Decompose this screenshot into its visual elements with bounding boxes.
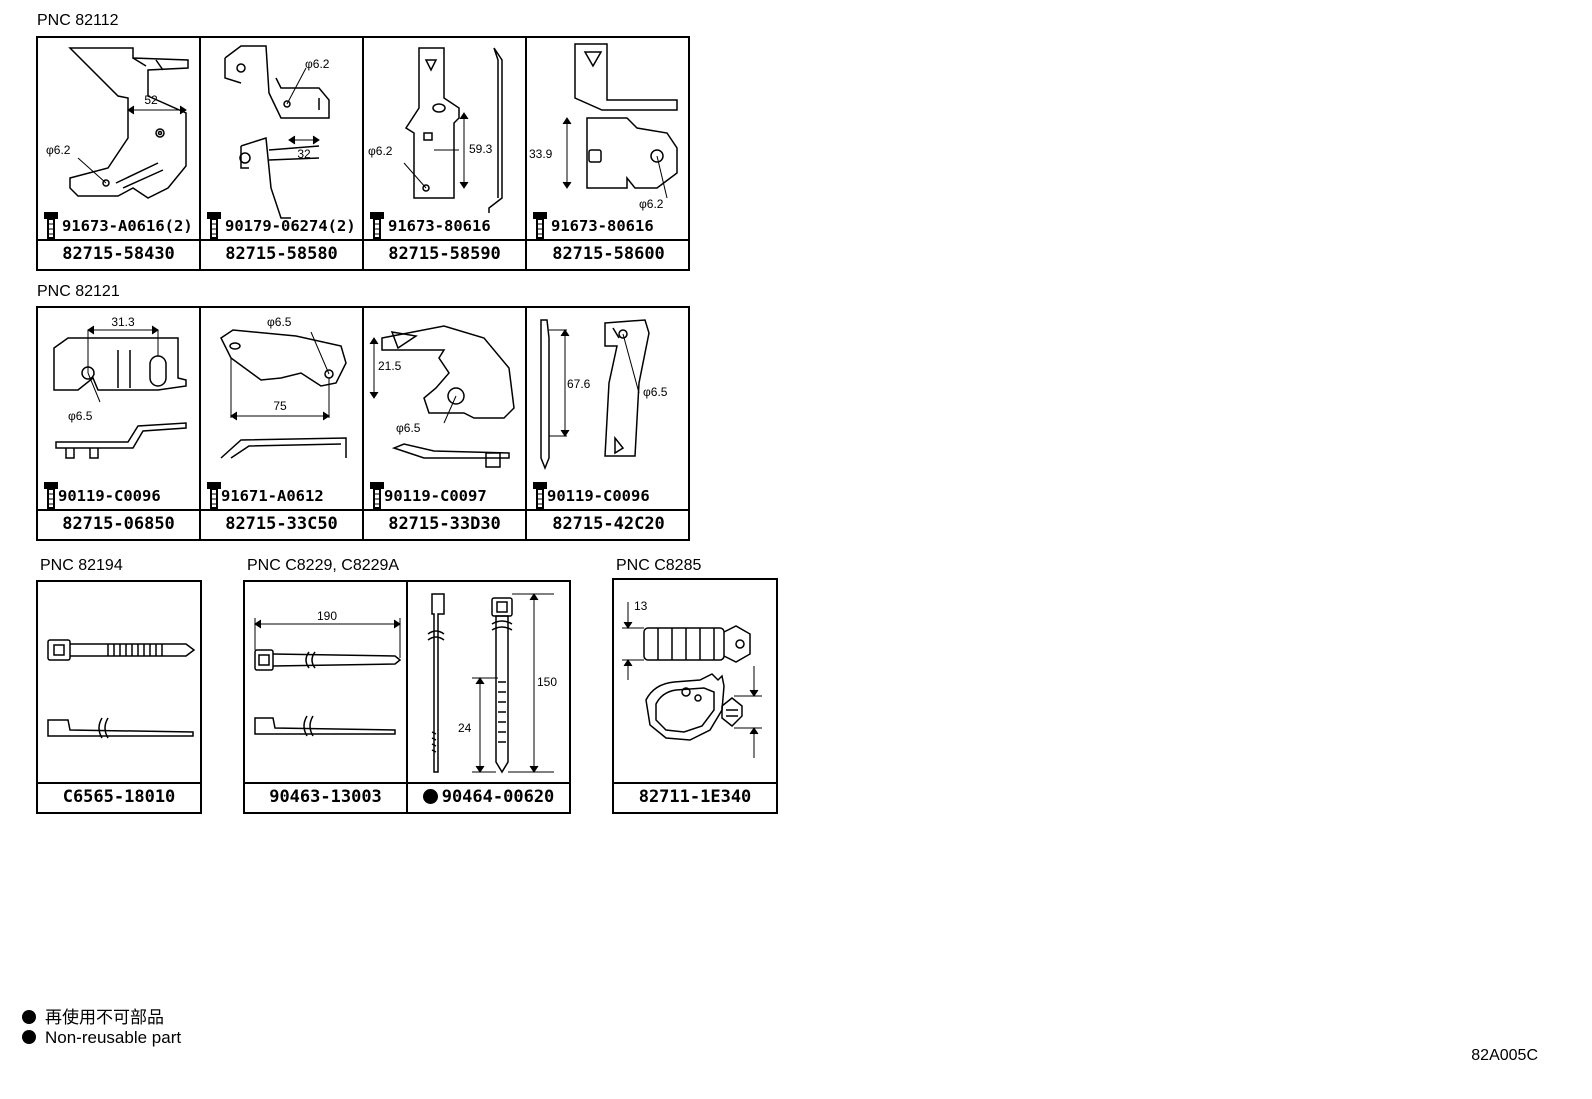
pnc-label: PNC 82194 bbox=[40, 557, 123, 574]
bolt-icon bbox=[207, 482, 221, 509]
dim-label: 33.9 bbox=[529, 147, 553, 161]
pnc-label: PNC C8229, C8229A bbox=[247, 557, 400, 574]
part-cell: 13 82711-1E340 bbox=[614, 580, 776, 812]
part-cell: C6565-18010 bbox=[38, 582, 200, 812]
parts-panel-82194: C6565-18010 bbox=[36, 580, 202, 814]
part-cell: 31.3 φ6.5 90119-C0096 82715-06850 bbox=[38, 308, 201, 539]
bolt-icon bbox=[44, 212, 58, 239]
part-number: 82715-33C50 bbox=[201, 509, 362, 539]
dim-label: φ6.5 bbox=[267, 315, 292, 329]
part-cell: φ6.5 75 91671-A0612 82715-33C50 bbox=[201, 308, 364, 539]
dim-label: 31.3 bbox=[111, 315, 135, 329]
dim-label: φ6.5 bbox=[68, 409, 93, 423]
dim-label: 150 bbox=[537, 675, 557, 689]
bolt-part-number: 91673-80616 bbox=[388, 217, 491, 235]
bolt-part-number: 90119-C0096 bbox=[58, 487, 161, 505]
dim-label: 52 bbox=[144, 93, 158, 107]
dim-label: 13 bbox=[634, 599, 648, 613]
bolt-callout: 90119-C0097 bbox=[364, 480, 525, 510]
part-cell: 59.3 φ6.2 91673-80616 82715-58590 bbox=[364, 38, 527, 269]
bracket-drawing: 52 φ6.2 bbox=[46, 47, 189, 199]
part-number: 90463-13003 bbox=[245, 782, 406, 812]
part-number: C6565-18010 bbox=[38, 782, 200, 812]
bolt-part-number: 91671-A0612 bbox=[221, 487, 324, 505]
dim-label: 21.5 bbox=[378, 359, 402, 373]
legend-jp: 再使用不可部品 bbox=[22, 1003, 164, 1028]
part-cell: 190 90463-13003 bbox=[245, 582, 408, 812]
dim-label: φ6.2 bbox=[368, 144, 393, 158]
bracket-drawing: 31.3 φ6.5 bbox=[53, 315, 187, 459]
bolt-callout: 90119-C0096 bbox=[527, 480, 690, 510]
dim-label: 75 bbox=[273, 399, 287, 413]
bolt-callout: 91671-A0612 bbox=[201, 480, 362, 510]
bolt-icon bbox=[370, 212, 384, 239]
legend-en-text: Non-reusable part bbox=[45, 1028, 182, 1047]
part-number: 82715-58580 bbox=[201, 239, 362, 269]
bolt-callout: 90119-C0096 bbox=[38, 480, 199, 510]
bracket-drawing: φ6.5 75 bbox=[220, 315, 347, 459]
bracket-drawing: 59.3 φ6.2 bbox=[368, 47, 503, 213]
part-cell: 67.6 φ6.5 90119-C0096 82715-42C20 bbox=[527, 308, 690, 539]
bracket-drawing: 67.6 φ6.5 bbox=[540, 319, 668, 471]
bolt-icon bbox=[207, 212, 221, 239]
part-number: 82715-06850 bbox=[38, 509, 199, 539]
part-number: 90464-00620 bbox=[441, 787, 555, 807]
dim-label: 32 bbox=[297, 147, 311, 161]
cable-tie-drawing bbox=[47, 639, 196, 739]
dim-label: 59.3 bbox=[469, 142, 493, 156]
bolt-icon bbox=[533, 212, 547, 239]
diagram-code: 82A005C bbox=[1471, 1047, 1538, 1064]
parts-panel-c8229: 190 90463-13003 150 24 90 bbox=[243, 580, 571, 814]
part-cell: 33.9 φ6.2 91673-80616 82715-58600 bbox=[527, 38, 690, 269]
bolt-icon bbox=[370, 482, 384, 509]
part-cell: 52 φ6.2 91673-A0616(2) 82715-58430 bbox=[38, 38, 201, 269]
pnc-label: PNC C8285 bbox=[616, 557, 702, 574]
dim-label: φ6.2 bbox=[639, 197, 664, 211]
parts-panel-c8285: 13 82711-1E340 bbox=[612, 578, 778, 814]
dim-label: 24 bbox=[458, 721, 472, 735]
bolt-callout: 91673-80616 bbox=[364, 210, 525, 240]
legend-jp-text: 再使用不可部品 bbox=[45, 1008, 164, 1027]
dim-label: 67.6 bbox=[567, 377, 591, 391]
part-cell: φ6.2 32 90179-06274(2) 82715-58580 bbox=[201, 38, 364, 269]
pnc-label: PNC 82121 bbox=[37, 283, 120, 300]
clip-drawing: 13 bbox=[622, 599, 762, 758]
bracket-drawing: 21.5 φ6.5 bbox=[369, 325, 515, 468]
pnc-label: PNC 82112 bbox=[37, 12, 119, 29]
bolt-part-number: 90179-06274(2) bbox=[225, 217, 356, 235]
filled-circle-icon bbox=[22, 1010, 36, 1024]
part-number: 82715-58590 bbox=[364, 239, 525, 269]
bolt-callout: 91673-80616 bbox=[527, 210, 690, 240]
part-number: 82715-33D30 bbox=[364, 509, 525, 539]
cable-tie-drawing: 150 24 bbox=[427, 593, 557, 774]
legend-en: Non-reusable part bbox=[22, 1028, 181, 1048]
bolt-callout: 90179-06274(2) bbox=[201, 210, 362, 240]
bolt-callout: 91673-A0616(2) bbox=[38, 210, 199, 240]
filled-circle-icon bbox=[22, 1030, 36, 1044]
bolt-part-number: 91673-80616 bbox=[551, 217, 654, 235]
part-number: 82711-1E340 bbox=[614, 782, 776, 812]
dim-label: 190 bbox=[317, 609, 337, 623]
part-number: 82715-58600 bbox=[527, 239, 690, 269]
part-number: 82715-42C20 bbox=[527, 509, 690, 539]
non-reusable-icon bbox=[422, 789, 438, 804]
part-cell: 150 24 90464-00620 bbox=[408, 582, 569, 812]
bolt-part-number: 90119-C0097 bbox=[384, 487, 487, 505]
dim-label: φ6.5 bbox=[643, 385, 668, 399]
dim-label: φ6.2 bbox=[46, 143, 71, 157]
part-number-row: 90464-00620 bbox=[408, 782, 569, 812]
dim-label: φ6.5 bbox=[396, 421, 421, 435]
parts-panel-82112: 52 φ6.2 91673-A0616(2) 82715-58430 bbox=[36, 36, 690, 271]
part-cell: 21.5 φ6.5 90119-C0097 82715-33D30 bbox=[364, 308, 527, 539]
bolt-part-number: 91673-A0616(2) bbox=[62, 217, 193, 235]
bracket-drawing: φ6.2 32 bbox=[224, 45, 330, 219]
bolt-icon bbox=[533, 482, 547, 509]
parts-panel-82121: 31.3 φ6.5 90119-C0096 82715-06850 bbox=[36, 306, 690, 541]
bracket-drawing: 33.9 φ6.2 bbox=[529, 43, 678, 211]
dim-label: φ6.2 bbox=[305, 57, 330, 71]
bolt-icon bbox=[44, 482, 58, 509]
bolt-part-number: 90119-C0096 bbox=[547, 487, 650, 505]
cable-tie-drawing: 190 bbox=[254, 609, 402, 737]
part-number: 82715-58430 bbox=[38, 239, 199, 269]
